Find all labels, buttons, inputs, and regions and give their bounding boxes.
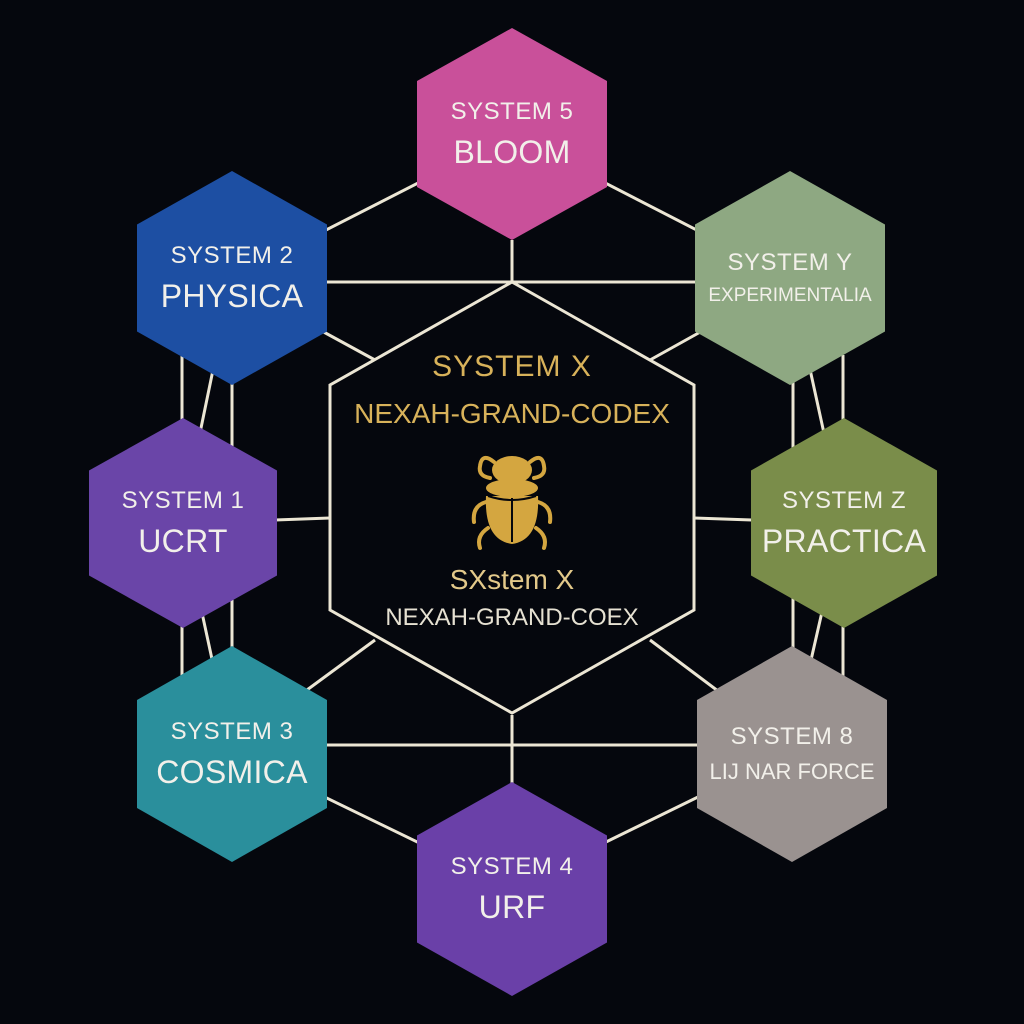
node-system-y[interactable]: SYSTEM Y EXPERIMENTALIA — [695, 171, 885, 385]
center-subtitle-secondary: NEXAH-GRAND-COEX — [385, 604, 639, 631]
center-title-secondary: SXstem X — [449, 564, 575, 595]
node-system-z[interactable]: SYSTEM Z PRACTICA — [751, 418, 937, 628]
node-label: SYSTEM 5 — [450, 97, 574, 125]
center-title: SYSTEM X — [432, 350, 592, 383]
center-subtitle: NEXAH-GRAND-CODEX — [354, 398, 670, 429]
node-title: EXPERIMENTALIA — [708, 285, 872, 306]
link-practica-center — [693, 516, 753, 522]
node-label: SYSTEM 1 — [121, 486, 245, 514]
center-node[interactable]: SYSTEM X NEXAH-GRAND-CODEX — [330, 340, 694, 660]
link-ucrt-center — [274, 516, 331, 522]
node-label: SYSTEM Y — [727, 249, 853, 276]
node-title: PRACTICA — [761, 522, 927, 559]
node-label: SYSTEM 4 — [450, 852, 574, 880]
node-label: SYSTEM 3 — [170, 717, 294, 745]
node-title: LIJ NAR FORCE — [709, 759, 875, 784]
node-title: BLOOM — [453, 133, 571, 170]
node-system-4[interactable]: SYSTEM 4 URF — [417, 782, 607, 996]
node-title: UCRT — [138, 522, 228, 559]
node-label: SYSTEM 8 — [730, 723, 854, 750]
node-label: SYSTEM Z — [781, 486, 906, 514]
node-title: COSMICA — [156, 753, 308, 790]
node-label: SYSTEM 2 — [170, 241, 294, 269]
node-system-8[interactable]: SYSTEM 8 LIJ NAR FORCE — [697, 646, 887, 862]
scarab-icon — [471, 455, 553, 550]
node-title: PHYSICA — [160, 277, 304, 314]
node-title: URF — [478, 888, 546, 925]
